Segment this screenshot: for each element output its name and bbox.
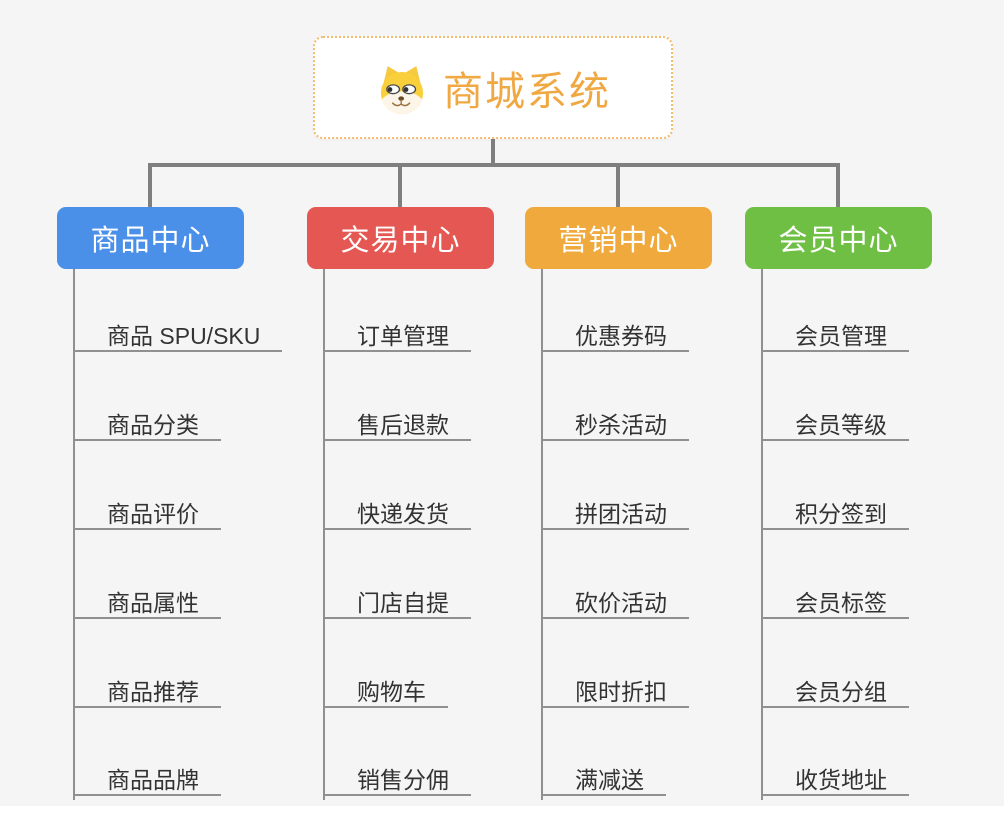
leaf-item-shopping-cart[interactable]: 购物车 [323, 676, 448, 708]
leaf-item-member-tag[interactable]: 会员标签 [761, 587, 909, 619]
drop-line-trade [398, 163, 402, 208]
root-node[interactable]: 商城系统 [313, 36, 673, 139]
root-title: 商城系统 [443, 69, 611, 114]
rail-line-member [761, 269, 763, 800]
leaf-item-bargain-activity[interactable]: 砍价活动 [541, 587, 689, 619]
leaf-item-product-recommend[interactable]: 商品推荐 [73, 676, 221, 708]
leaf-item-points-checkin[interactable]: 积分签到 [761, 498, 909, 530]
leaf-item-full-reduction[interactable]: 满减送 [541, 764, 666, 796]
leaf-item-product-attribute[interactable]: 商品属性 [73, 587, 221, 619]
leaf-item-limited-time-discount[interactable]: 限时折扣 [541, 676, 689, 708]
leaf-item-product-category[interactable]: 商品分类 [73, 409, 221, 441]
leaf-item-express-delivery[interactable]: 快递发货 [323, 498, 471, 530]
leaf-item-member-management[interactable]: 会员管理 [761, 320, 909, 352]
leaf-item-shipping-address[interactable]: 收货地址 [761, 764, 909, 796]
leaf-item-flash-sale[interactable]: 秒杀活动 [541, 409, 689, 441]
rail-line-product [73, 269, 75, 800]
leaf-item-aftersale-refund[interactable]: 售后退款 [323, 409, 471, 441]
leaf-item-order-management[interactable]: 订单管理 [323, 320, 471, 352]
leaf-item-product-review[interactable]: 商品评价 [73, 498, 221, 530]
leaf-item-member-level[interactable]: 会员等级 [761, 409, 909, 441]
rail-line-trade [323, 269, 325, 800]
leaf-item-store-pickup[interactable]: 门店自提 [323, 587, 471, 619]
branch-node-trade-center[interactable]: 交易中心 [307, 207, 494, 269]
branch-node-product-center[interactable]: 商品中心 [57, 207, 244, 269]
dog-face-icon [380, 65, 424, 114]
leaf-item-group-buy[interactable]: 拼团活动 [541, 498, 689, 530]
drop-line-product [148, 163, 152, 208]
drop-line-marketing [616, 163, 620, 208]
branch-node-marketing-center[interactable]: 营销中心 [525, 207, 712, 269]
branch-node-member-center[interactable]: 会员中心 [745, 207, 932, 269]
rail-line-marketing [541, 269, 543, 800]
drop-line-member [836, 163, 840, 208]
leaf-item-member-group[interactable]: 会员分组 [761, 676, 909, 708]
leaf-item-sales-commission[interactable]: 销售分佣 [323, 764, 471, 796]
leaf-item-product-spu-sku[interactable]: 商品 SPU/SKU [73, 320, 283, 352]
branch-rail-line [148, 163, 840, 167]
trunk-line [491, 138, 495, 165]
leaf-item-product-brand[interactable]: 商品品牌 [73, 764, 221, 796]
leaf-item-coupon-code[interactable]: 优惠券码 [541, 320, 689, 352]
